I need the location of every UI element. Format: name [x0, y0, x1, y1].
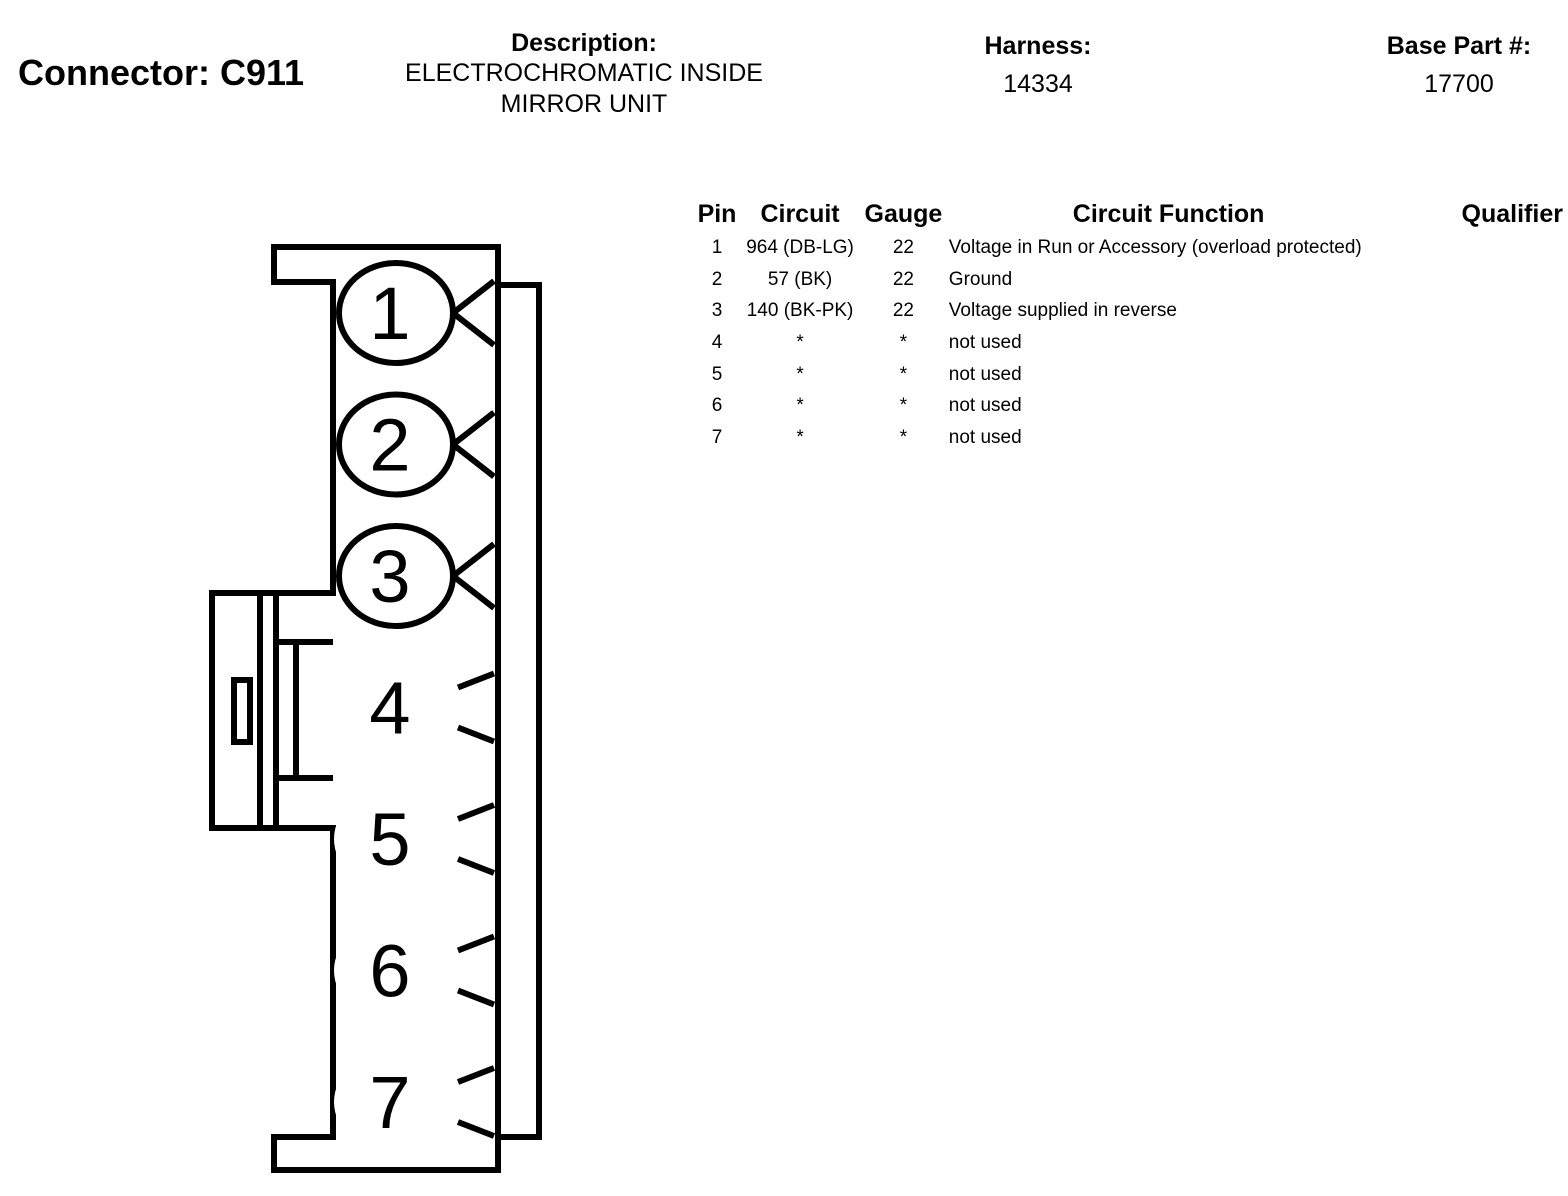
table-row: 4 * * not used — [692, 327, 1568, 359]
terminal-contact-line — [451, 541, 496, 579]
terminal-contact-line — [456, 724, 496, 745]
cell-gauge: * — [899, 395, 908, 417]
table-row: 2 57 (BK) 22 Ground — [692, 264, 1568, 296]
table-row: 7 * * not used — [692, 422, 1568, 454]
description-line-1: ELECTROCHROMATIC INSIDE — [405, 59, 763, 87]
terminal-contact-line — [451, 310, 496, 348]
cell-function: not used — [948, 331, 1022, 353]
pin-cavity-1: 1 — [336, 260, 496, 366]
cell-function: Voltage in Run or Accessory (overload pr… — [948, 236, 1362, 258]
pin-cavity-6: 6 — [334, 918, 496, 1023]
description-label: Description: — [511, 29, 657, 57]
cell-pin: 5 — [711, 363, 723, 385]
cell-gauge: * — [899, 426, 908, 448]
pin-knockout — [334, 918, 458, 1023]
connector-inner-bar — [498, 282, 542, 1140]
cell-gauge: 22 — [892, 236, 914, 258]
pin-cavity-5: 5 — [334, 787, 496, 891]
terminal-contact-line — [451, 573, 496, 611]
pin-number-label: 6 — [369, 930, 410, 1013]
cell-pin: 4 — [711, 331, 723, 353]
pin-cavities: 1 2 3 4 5 6 7 — [334, 260, 496, 1154]
cell-function: Ground — [948, 268, 1013, 290]
cell-circuit: * — [796, 395, 804, 417]
table-row: 5 * * not used — [692, 359, 1568, 391]
cell-circuit: 57 (BK) — [767, 268, 833, 290]
description-line-2: MIRROR UNIT — [500, 90, 668, 118]
latch-nub — [231, 677, 253, 745]
cell-circuit: * — [796, 331, 804, 353]
base-part-label: Base Part #: — [1386, 32, 1532, 60]
pin-knockout — [334, 1050, 458, 1154]
pin-cavity-7: 7 — [334, 1050, 496, 1154]
cell-function: not used — [948, 363, 1022, 385]
terminal-contact-line — [456, 802, 496, 822]
header-circuit-function: Circuit Function — [1072, 199, 1265, 228]
cell-circuit: 964 (DB-LG) — [746, 236, 854, 258]
pin-cavity-3: 3 — [336, 523, 496, 629]
terminal-contact-line — [456, 856, 496, 876]
cell-circuit: * — [796, 363, 804, 385]
table-row: 3 140 (BK-PK) 22 Voltage supplied in rev… — [692, 295, 1568, 327]
harness-block: Harness: 14334 — [958, 31, 1118, 100]
cell-pin: 6 — [711, 395, 723, 417]
connector-housing-outline — [209, 244, 501, 1173]
cell-function: Voltage supplied in reverse — [948, 300, 1177, 322]
pin-table: Pin Circuit Gauge Circuit Function Quali… — [692, 196, 1568, 454]
cell-circuit: * — [796, 426, 804, 448]
harness-value: 14334 — [1003, 70, 1073, 98]
pin-number-label: 2 — [369, 404, 410, 487]
pin-knockout — [334, 655, 458, 760]
terminal-contact-line — [456, 987, 496, 1008]
cell-function: not used — [948, 426, 1022, 448]
harness-label: Harness: — [984, 32, 1092, 60]
pin-number-label: 1 — [369, 272, 410, 355]
terminal-contact-line — [456, 670, 496, 691]
cell-circuit: 140 (BK-PK) — [746, 300, 854, 322]
description-block: Description: ELECTROCHROMATIC INSIDE MIR… — [370, 28, 798, 120]
base-part-value: 17700 — [1424, 70, 1494, 98]
header-qualifier: Qualifier — [1461, 199, 1563, 228]
terminal-contact-line — [456, 1065, 496, 1085]
table-header-row: Pin Circuit Gauge Circuit Function Quali… — [692, 196, 1568, 232]
header-circuit: Circuit — [760, 199, 840, 228]
table-row: 6 * * not used — [692, 390, 1568, 422]
cell-gauge: * — [899, 363, 908, 385]
connector-title: Connector: C911 — [18, 52, 305, 93]
cell-pin: 2 — [711, 268, 723, 290]
pin-knockout — [334, 787, 458, 891]
cell-pin: 7 — [711, 426, 723, 448]
header-pin: Pin — [697, 199, 737, 228]
terminal-contact-line — [451, 410, 496, 447]
cell-pin: 3 — [711, 300, 723, 322]
base-part-block: Base Part #: 17700 — [1368, 31, 1550, 100]
pin-number-label: 3 — [369, 535, 410, 618]
pin-cavity-2: 2 — [336, 391, 496, 498]
pin-number-label: 7 — [369, 1061, 410, 1144]
cell-gauge: 22 — [892, 268, 914, 290]
pin-number-label: 5 — [369, 798, 410, 881]
latch-tab — [276, 639, 333, 781]
terminal-contact-line — [451, 278, 496, 316]
pin-number-label: 4 — [369, 667, 410, 750]
terminal-contact-line — [451, 442, 496, 479]
table-row: 1 964 (DB-LG) 22 Voltage in Run or Acces… — [692, 232, 1568, 264]
cell-gauge: 22 — [892, 300, 914, 322]
cell-gauge: * — [899, 331, 908, 353]
terminal-contact-line — [456, 1119, 496, 1139]
pin-cavity-4: 4 — [334, 655, 496, 760]
cell-pin: 1 — [711, 236, 723, 258]
cell-function: not used — [948, 395, 1022, 417]
terminal-contact-line — [456, 933, 496, 954]
header-gauge: Gauge — [864, 199, 943, 228]
